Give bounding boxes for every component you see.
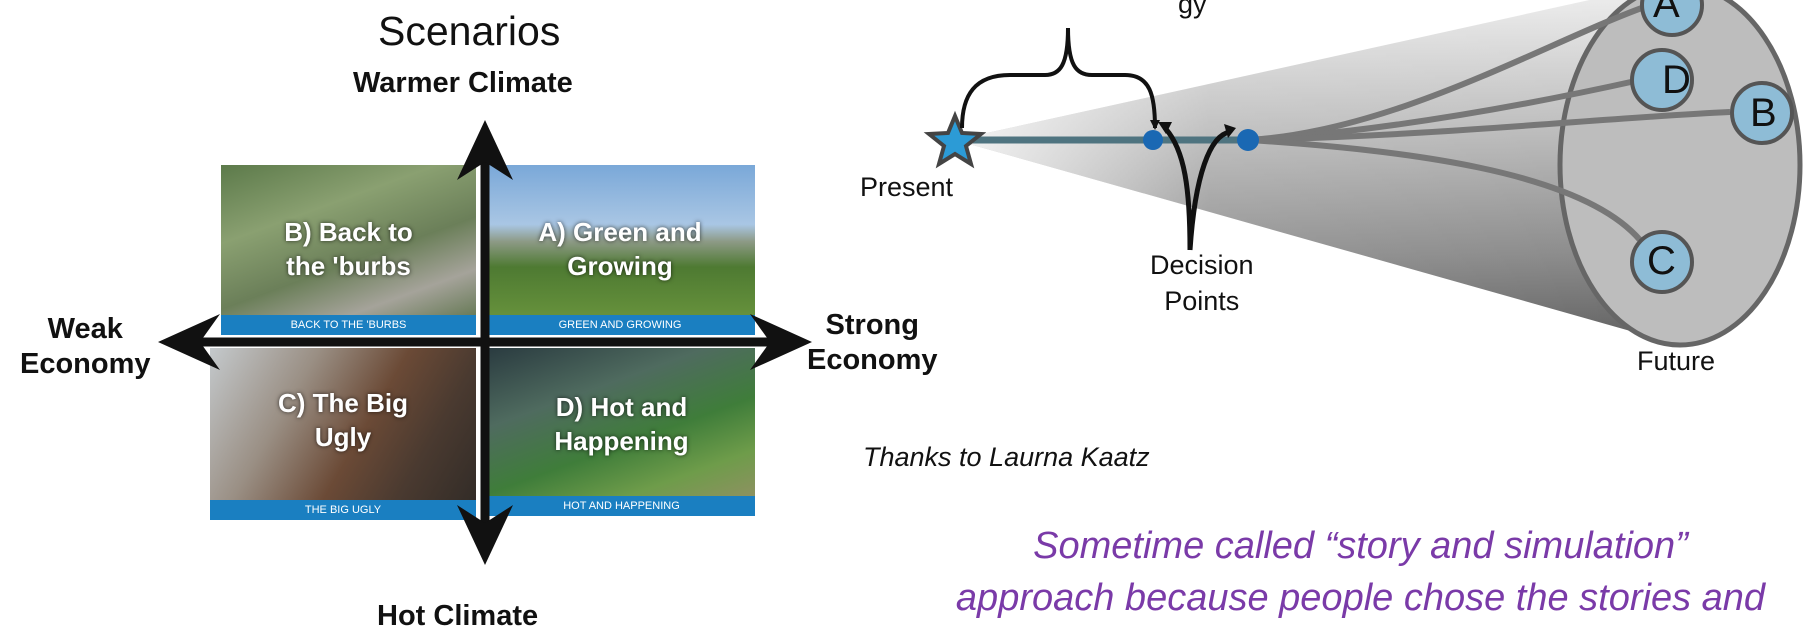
quadrant-c-photo: C) The Big Ugly THE BIG UGLY: [210, 348, 476, 520]
quadrant-c-band: THE BIG UGLY: [210, 500, 476, 520]
path-to-b: [1249, 109, 1731, 143]
quadrant-b-photo: B) Back to the 'burbs BACK TO THE 'BURBS: [221, 165, 476, 335]
decision-points-label: Decision Points: [1150, 247, 1254, 319]
quadrant-b-caption-line1: B) Back to: [284, 217, 413, 247]
node-a: [1640, 0, 1704, 37]
node-c-label: C: [1647, 239, 1676, 283]
quadrant-b-band: BACK TO THE 'BURBS: [221, 315, 476, 335]
left-axis-label-line2: Economy: [20, 348, 151, 380]
quadrant-d-photo: D) Hot and Happening HOT AND HAPPENING: [488, 348, 755, 516]
node-b: [1730, 81, 1794, 145]
present-star: [923, 110, 987, 169]
note-line1: Sometime called “story and simulation”: [1033, 525, 1688, 567]
node-c: [1630, 230, 1694, 294]
decision-points-line2: Points: [1164, 286, 1240, 316]
bottom-axis-label: Hot Climate: [377, 600, 539, 632]
node-d: [1630, 48, 1694, 112]
present-label: Present: [860, 172, 954, 202]
future-label: Future: [1637, 346, 1716, 376]
vertical-axis-arrowhead-down: [457, 505, 513, 565]
top-axis-label: Warmer Climate: [353, 67, 573, 99]
quadrant-c-caption-line2: Ugly: [314, 422, 372, 452]
horizontal-axis-arrowhead-right: [750, 314, 812, 370]
quadrant-d-band: HOT AND HAPPENING: [488, 496, 755, 516]
path-to-d: [1249, 77, 1641, 143]
decision-pointer: [1163, 126, 1231, 251]
node-d-label: D: [1662, 58, 1691, 102]
quadrant-a-photo: A) Green and Growing GREEN AND GROWING: [485, 165, 755, 335]
quadrant-d-caption-line1: D) Hot and: [555, 392, 688, 422]
quadrant-a-caption-line2: Growing: [567, 251, 673, 281]
decision-arrowhead-1: [1158, 122, 1172, 134]
decision-point-1: [1143, 130, 1163, 150]
quadrant-a-caption-line1: A) Green and: [538, 217, 702, 247]
vertical-axis-arrowhead-up: [457, 120, 513, 180]
quadrant-d-caption-line2: Happening: [554, 426, 689, 456]
cone-fade: [955, 0, 1680, 345]
horizontal-axis-arrowhead-left: [158, 314, 220, 370]
note-line2: approach because people chose the storie…: [955, 577, 1766, 619]
decision-points-line1: Decision: [1150, 250, 1254, 280]
left-axis-label-line1: Weak: [47, 313, 123, 345]
node-a-label: A: [1653, 0, 1680, 26]
right-axis-label-line1: Strong: [825, 309, 919, 341]
quadrant-a-band: GREEN AND GROWING: [485, 315, 755, 335]
note-text: Sometime called “story and simulation” a…: [905, 520, 1816, 624]
right-axis-label: Strong Economy: [807, 308, 938, 378]
cone-base-ellipse: [1557, 0, 1803, 348]
right-axis-label-line2: Economy: [807, 344, 938, 376]
path-to-c: [1249, 137, 1643, 242]
decision-arrowhead-2: [1224, 124, 1236, 138]
curly-brace: [960, 27, 1157, 129]
path-to-a: [1249, 2, 1651, 143]
left-axis-label: Weak Economy: [20, 312, 151, 382]
decision-point-2: [1237, 129, 1259, 151]
quadrant-c-caption-line1: C) The Big: [278, 388, 408, 418]
brace-arrowhead: [1150, 120, 1160, 130]
top-clipped-label: gy: [1178, 0, 1207, 19]
scenarios-title: Scenarios: [378, 8, 561, 54]
scenario-axes: [158, 120, 812, 565]
node-b-label: B: [1750, 91, 1777, 135]
quadrant-b-caption-line2: the 'burbs: [286, 251, 411, 281]
credit-text: Thanks to Laurna Kaatz: [863, 442, 1150, 472]
